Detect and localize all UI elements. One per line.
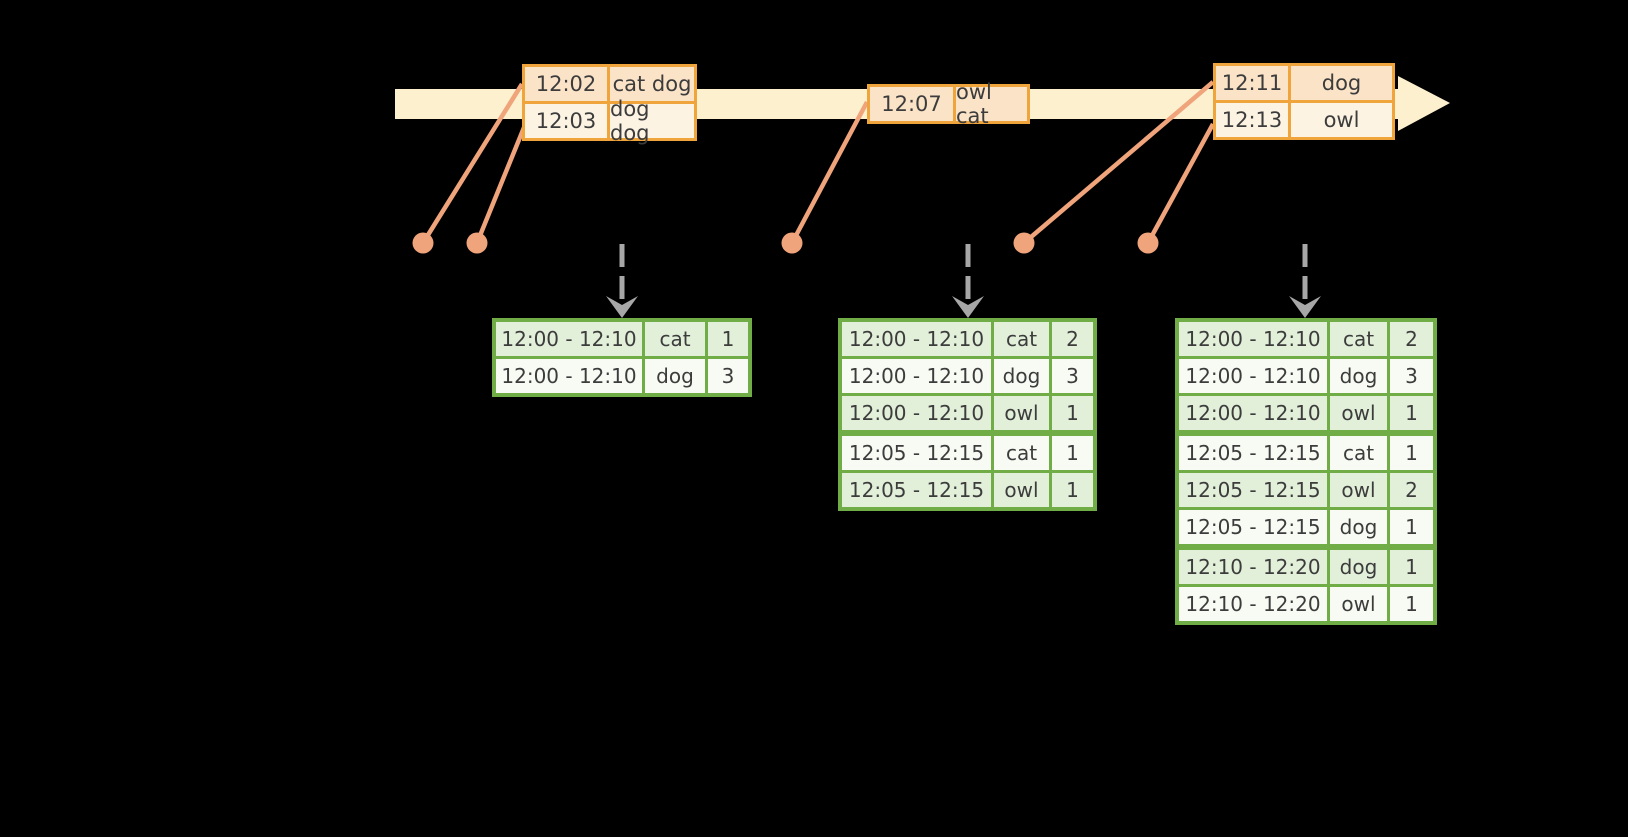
result-count-cell: 2 bbox=[1390, 322, 1433, 356]
event-data-cell: cat dog bbox=[610, 67, 694, 101]
result-count-cell: 2 bbox=[1052, 322, 1093, 356]
result-key-cell: dog bbox=[645, 359, 705, 393]
result-window-cell: 12:00 - 12:10 bbox=[842, 359, 991, 393]
event-data-cell: dog dog bbox=[610, 97, 694, 145]
event-dot bbox=[781, 232, 803, 254]
event-time-cell: 12:03 bbox=[525, 104, 607, 138]
result-window-cell: 12:00 - 12:10 bbox=[842, 322, 991, 356]
trigger-arrow bbox=[952, 244, 984, 318]
result-count-cell: 1 bbox=[1390, 436, 1433, 470]
event-time-cell: 12:11 bbox=[1216, 66, 1288, 100]
event-dot bbox=[1137, 232, 1159, 254]
event-data-cell: owl bbox=[1291, 103, 1392, 137]
result-window-cell: 12:05 - 12:15 bbox=[1179, 473, 1327, 507]
result-window-cell: 12:00 - 12:10 bbox=[842, 396, 991, 430]
result-key-cell: owl bbox=[994, 396, 1049, 430]
result-window-cell: 12:05 - 12:15 bbox=[842, 473, 991, 507]
event-dot bbox=[466, 232, 488, 254]
result-window-cell: 12:00 - 12:10 bbox=[496, 359, 642, 393]
result-count-cell: 1 bbox=[1390, 396, 1433, 430]
result-key-cell: owl bbox=[1330, 587, 1387, 621]
result-key-cell: cat bbox=[1330, 436, 1387, 470]
result-count-cell: 1 bbox=[1390, 510, 1433, 544]
result-key-cell: dog bbox=[1330, 510, 1387, 544]
event-dot bbox=[412, 232, 434, 254]
result-key-cell: dog bbox=[1330, 550, 1387, 584]
result-window-cell: 12:10 - 12:20 bbox=[1179, 587, 1327, 621]
result-key-cell: owl bbox=[994, 473, 1049, 507]
result-key-cell: cat bbox=[994, 436, 1049, 470]
result-count-cell: 1 bbox=[1052, 436, 1093, 470]
connector-line bbox=[474, 124, 528, 244]
connector-line bbox=[790, 100, 869, 245]
result-window-cell: 12:10 - 12:20 bbox=[1179, 550, 1327, 584]
event-time-cell: 12:13 bbox=[1216, 103, 1288, 137]
result-count-cell: 3 bbox=[1390, 359, 1433, 393]
result-key-cell: cat bbox=[994, 322, 1049, 356]
event-time-cell: 12:07 bbox=[870, 87, 953, 121]
event-data-cell: owl cat bbox=[956, 80, 1027, 128]
result-count-cell: 1 bbox=[1390, 587, 1433, 621]
trigger-arrow bbox=[1289, 244, 1321, 318]
trigger-arrow bbox=[606, 244, 638, 318]
result-count-cell: 2 bbox=[1390, 473, 1433, 507]
result-window-cell: 12:00 - 12:10 bbox=[1179, 396, 1327, 430]
result-window-cell: 12:00 - 12:10 bbox=[1179, 322, 1327, 356]
result-key-cell: dog bbox=[1330, 359, 1387, 393]
connector-line bbox=[1146, 122, 1215, 245]
result-count-cell: 1 bbox=[708, 322, 748, 356]
event-dot bbox=[1013, 232, 1035, 254]
result-count-cell: 1 bbox=[1052, 396, 1093, 430]
event-data-cell: dog bbox=[1291, 66, 1392, 100]
result-key-cell: cat bbox=[645, 322, 705, 356]
result-count-cell: 1 bbox=[1390, 550, 1433, 584]
result-count-cell: 3 bbox=[708, 359, 748, 393]
result-window-cell: 12:05 - 12:15 bbox=[1179, 436, 1327, 470]
result-count-cell: 3 bbox=[1052, 359, 1093, 393]
result-window-cell: 12:05 - 12:15 bbox=[1179, 510, 1327, 544]
result-key-cell: owl bbox=[1330, 396, 1387, 430]
result-count-cell: 1 bbox=[1052, 473, 1093, 507]
result-window-cell: 12:00 - 12:10 bbox=[496, 322, 642, 356]
result-window-cell: 12:00 - 12:10 bbox=[1179, 359, 1327, 393]
event-time-cell: 12:02 bbox=[525, 67, 607, 101]
timeline-arrowhead-icon bbox=[1398, 76, 1450, 131]
result-key-cell: cat bbox=[1330, 322, 1387, 356]
result-key-cell: owl bbox=[1330, 473, 1387, 507]
result-window-cell: 12:05 - 12:15 bbox=[842, 436, 991, 470]
result-key-cell: dog bbox=[994, 359, 1049, 393]
